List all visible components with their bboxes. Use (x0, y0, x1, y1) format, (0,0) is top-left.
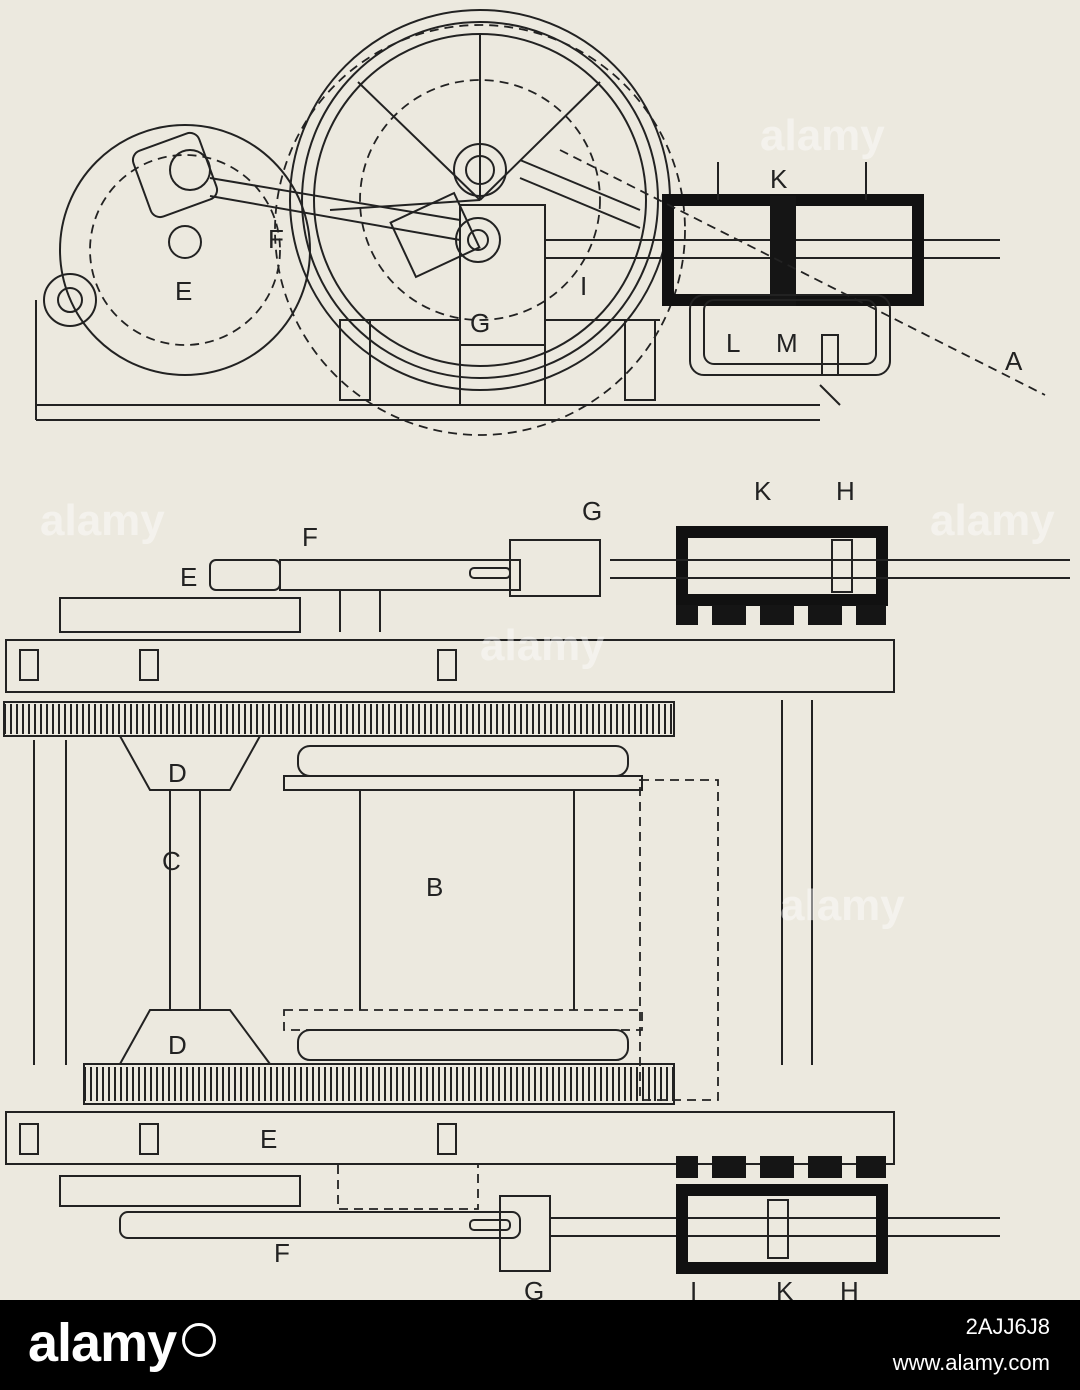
plan-top-rail (5, 639, 895, 693)
label-D-bottom: D (168, 1030, 187, 1060)
site-url: www.alamy.com (892, 1350, 1050, 1375)
crank-disk (43, 124, 311, 376)
label-H-plan-top: H (836, 476, 855, 506)
flywheel (274, 9, 686, 436)
label-K-plan-bottom: K (776, 1276, 794, 1300)
brand-circle-icon (182, 1323, 217, 1357)
label-D-top: D (168, 758, 187, 788)
label-F-plan-bottom: F (274, 1238, 290, 1268)
watermark-layer: alamy alamy alamy alamy alamy (40, 111, 1055, 930)
frame-elevation (35, 300, 841, 421)
connecting-rod (131, 131, 461, 241)
watermark-text: alamy (930, 496, 1055, 545)
watermark-text: alamy (780, 881, 905, 930)
cylinder-elevation (662, 162, 924, 376)
plan-bottom-gear (83, 1063, 675, 1105)
watermark-text: alamy (40, 496, 165, 545)
watermark-text: alamy (480, 621, 605, 670)
plan-bottom-cylinder (676, 1156, 888, 1274)
label-E-plan-top: E (180, 562, 197, 592)
image-id: 2AJJ6J8 (965, 1314, 1050, 1339)
watermark-text: alamy (760, 111, 885, 160)
label-I-plan-bottom: I (690, 1276, 697, 1300)
footer-bar: alamy 2AJJ6J8 www.alamy.com (0, 1300, 1080, 1390)
plan-top-linkage (59, 539, 601, 633)
plan-bottom-linkage (59, 1163, 1000, 1272)
plan-drum (283, 745, 643, 1061)
label-L-elevation: L (726, 328, 740, 358)
plan-top-cylinder (610, 526, 1070, 625)
label-B: B (426, 872, 443, 902)
label-I-elevation: I (580, 271, 587, 301)
label-F-plan-top: F (302, 522, 318, 552)
label-E-elevation: E (175, 276, 192, 306)
side-elevation: K F E G I L M A (35, 9, 1046, 436)
label-A-elevation: A (1005, 346, 1023, 376)
crosshead (389, 159, 641, 346)
label-F-elevation: F (268, 224, 284, 254)
label-E-plan-bottom: E (260, 1124, 277, 1154)
plan-view: K H G F E D C B D E F G I K H (3, 476, 1070, 1300)
label-G-elevation: G (470, 308, 490, 338)
plan-top-gear (3, 701, 675, 737)
label-K-elevation: K (770, 164, 788, 194)
label-K-plan-top: K (754, 476, 772, 506)
plan-shaft (118, 735, 272, 1065)
label-H-plan-bottom: H (840, 1276, 859, 1300)
engine-drawing: K F E G I L M A (3, 9, 1070, 1300)
label-G-plan-bottom: G (524, 1276, 544, 1300)
diagram-canvas: K F E G I L M A (3, 9, 1070, 1300)
brand-logo: alamy (28, 1312, 217, 1374)
label-M-elevation: M (776, 328, 798, 358)
brand-text: alamy (28, 1313, 177, 1373)
label-C: C (162, 846, 181, 876)
label-G-plan-top: G (582, 496, 602, 526)
